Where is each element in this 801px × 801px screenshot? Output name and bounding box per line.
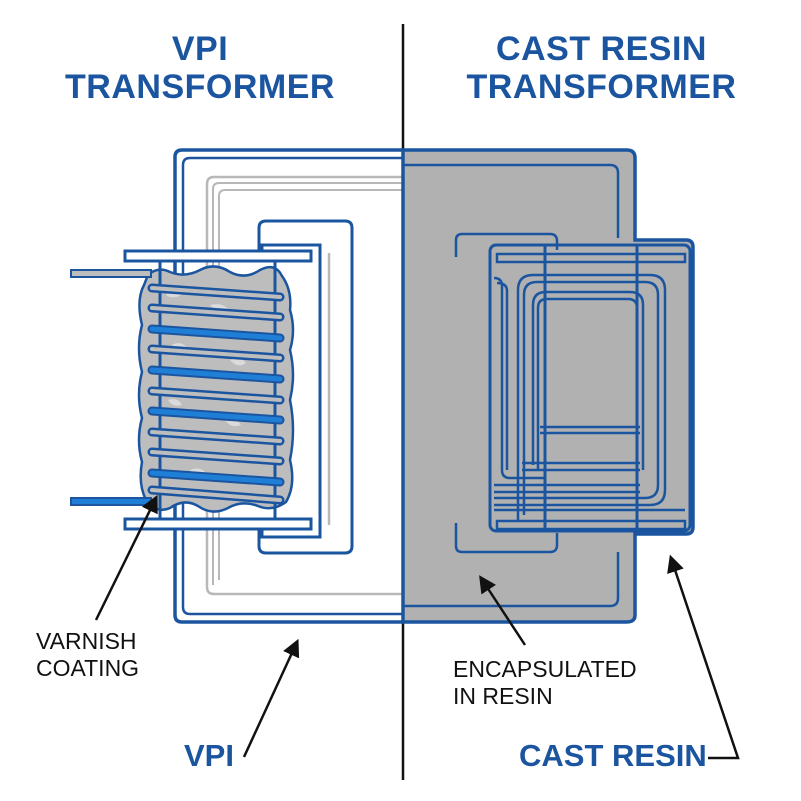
lead-top	[70, 269, 152, 278]
vpi-lamination-3	[218, 189, 403, 580]
arrow-varnish	[94, 494, 158, 621]
vpi-window-inner	[260, 243, 322, 539]
coil-windings	[147, 283, 285, 505]
encapsulated-label: ENCAPSULATED IN RESIN	[453, 656, 637, 710]
vpi-transformer	[70, 148, 403, 624]
arrow-encapsulated	[479, 575, 527, 646]
arrow-vpi	[242, 638, 300, 758]
varnish-label-line2: COATING	[36, 655, 140, 681]
resin-core-inner-bottom	[403, 552, 620, 608]
varnish-coating-label: VARNISH COATING	[36, 628, 139, 682]
resin-clamp-bottom	[495, 519, 687, 531]
resin-core-inner	[403, 163, 620, 238]
clamp-bar-top	[123, 249, 313, 263]
resin-clamp-top	[495, 252, 687, 264]
cast-resin-label: CAST RESIN	[519, 738, 707, 773]
vpi-lamination-2	[212, 182, 403, 585]
varnish-label-line1: VARNISH	[36, 628, 137, 654]
vpi-label: VPI	[184, 738, 234, 773]
resin-windings	[493, 273, 685, 520]
coil-housing	[488, 243, 692, 533]
encapsulated-label-line1: ENCAPSULATED	[453, 656, 637, 682]
lead-bottom	[70, 497, 152, 506]
resin-window-top	[454, 232, 559, 257]
encapsulated-label-line2: IN RESIN	[453, 683, 553, 709]
cast-resin-transformer	[401, 148, 695, 624]
clamp-bar-bottom	[123, 517, 313, 531]
vpi-window-outer	[257, 219, 354, 555]
resin-window-bottom	[454, 523, 559, 554]
arrow-cast-resin	[667, 554, 740, 760]
